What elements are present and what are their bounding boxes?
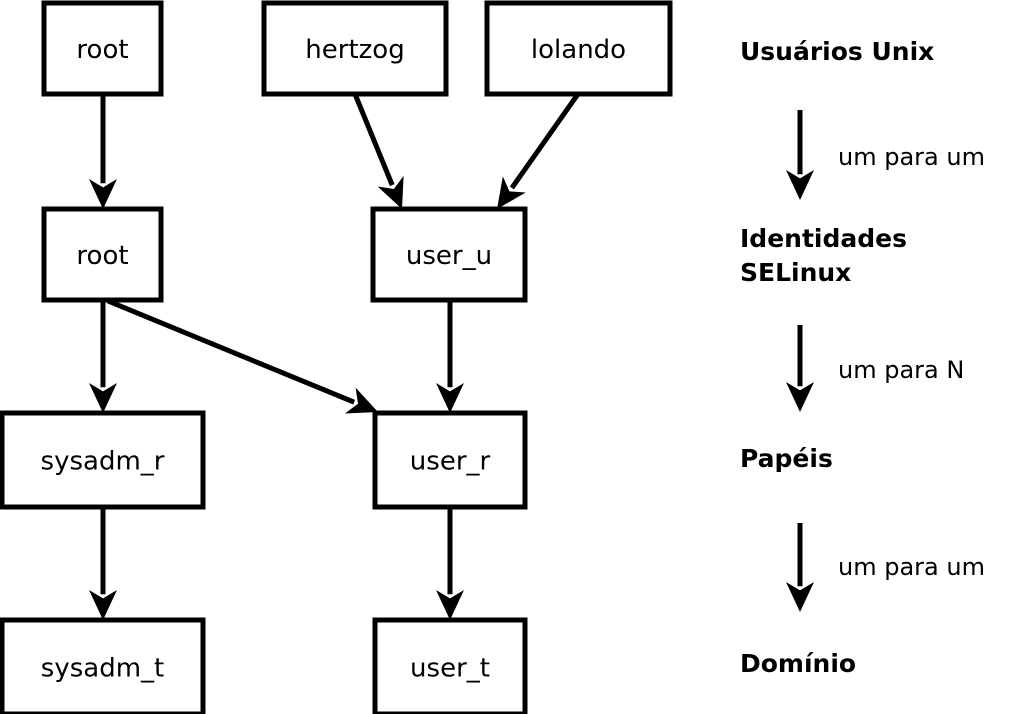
legend-layer-title-line: Identidades xyxy=(740,224,907,253)
arrow-head-icon xyxy=(786,582,814,612)
legend-relation-rel_role_to_domain: um para um xyxy=(786,523,985,612)
legend-relation-label: um para um xyxy=(838,553,985,581)
arrow-head-icon xyxy=(436,383,464,413)
node-label: hertzog xyxy=(305,35,404,65)
node-box[interactable] xyxy=(0,617,206,714)
edge-sel_user_u-to-role_user xyxy=(436,300,464,413)
edge-line xyxy=(352,93,395,187)
node-box[interactable] xyxy=(41,0,164,97)
node-label: user_u xyxy=(406,241,492,271)
arrow-head-icon xyxy=(436,590,464,620)
arrow-head-icon xyxy=(344,387,378,414)
arrow-head-icon xyxy=(89,383,117,413)
legend-layer-title-line: Usuários Unix xyxy=(740,37,934,66)
arrow-head-icon xyxy=(89,590,117,620)
node-label: lolando xyxy=(531,35,626,65)
arrow-head-icon xyxy=(89,179,117,209)
node-label: root xyxy=(76,241,128,271)
node-label: sysadm_t xyxy=(41,654,164,684)
edge-role_sysadm-to-dom_sysadm xyxy=(89,507,117,620)
node-label: sysadm_r xyxy=(41,447,165,477)
node-sel_user_u[interactable]: user_u xyxy=(370,206,528,303)
node-box[interactable] xyxy=(41,206,164,303)
node-unix_root[interactable]: root xyxy=(41,0,164,97)
edge-sel_root-to-role_user xyxy=(107,298,378,414)
edge-unix_lolando-to-sel_user_u xyxy=(497,92,581,209)
legend-layer-title-roles: Papéis xyxy=(740,444,833,473)
node-box[interactable] xyxy=(372,410,528,510)
edges-layer xyxy=(89,92,581,620)
node-box[interactable] xyxy=(370,206,528,303)
node-dom_user[interactable]: user_t xyxy=(372,617,528,714)
arrow-head-icon xyxy=(377,175,404,209)
node-role_sysadm[interactable]: sysadm_r xyxy=(0,410,206,510)
node-role_user[interactable]: user_r xyxy=(372,410,528,510)
node-label: user_t xyxy=(410,654,490,684)
node-label: user_r xyxy=(410,447,491,477)
edge-unix_root-to-sel_root xyxy=(89,94,117,209)
arrow-head-icon xyxy=(786,170,814,200)
arrow-head-icon xyxy=(786,382,814,412)
node-unix_hertzog[interactable]: hertzog xyxy=(261,0,449,97)
node-box[interactable] xyxy=(261,0,449,97)
legend-layer-title-line: Domínio xyxy=(740,649,856,678)
node-box[interactable] xyxy=(0,410,206,510)
edge-sel_root-to-role_sysadm xyxy=(89,300,117,413)
edge-line xyxy=(509,92,581,190)
edge-unix_hertzog-to-sel_user_u xyxy=(352,93,404,209)
node-box[interactable] xyxy=(484,0,673,97)
node-dom_sysadm[interactable]: sysadm_t xyxy=(0,617,206,714)
legend-relation-rel_unix_to_identity: um para um xyxy=(786,110,985,200)
node-sel_root[interactable]: root xyxy=(41,206,164,303)
node-unix_lolando[interactable]: lolando xyxy=(484,0,673,97)
edge-line xyxy=(107,298,356,405)
legend-layer-title-domains: Domínio xyxy=(740,649,856,678)
legend-relation-label: um para um xyxy=(838,143,985,171)
edge-role_user-to-dom_user xyxy=(436,507,464,620)
legend-layer-title-line: Papéis xyxy=(740,444,833,473)
node-label: root xyxy=(76,35,128,65)
legend-layer-title-line: SELinux xyxy=(740,258,851,287)
arrow-head-icon xyxy=(497,176,526,209)
legend-relation-rel_identity_to_role: um para N xyxy=(786,325,964,412)
node-box[interactable] xyxy=(372,617,528,714)
legend-relation-label: um para N xyxy=(838,356,964,384)
legend-layer-title-unix_users: Usuários Unix xyxy=(740,37,934,66)
